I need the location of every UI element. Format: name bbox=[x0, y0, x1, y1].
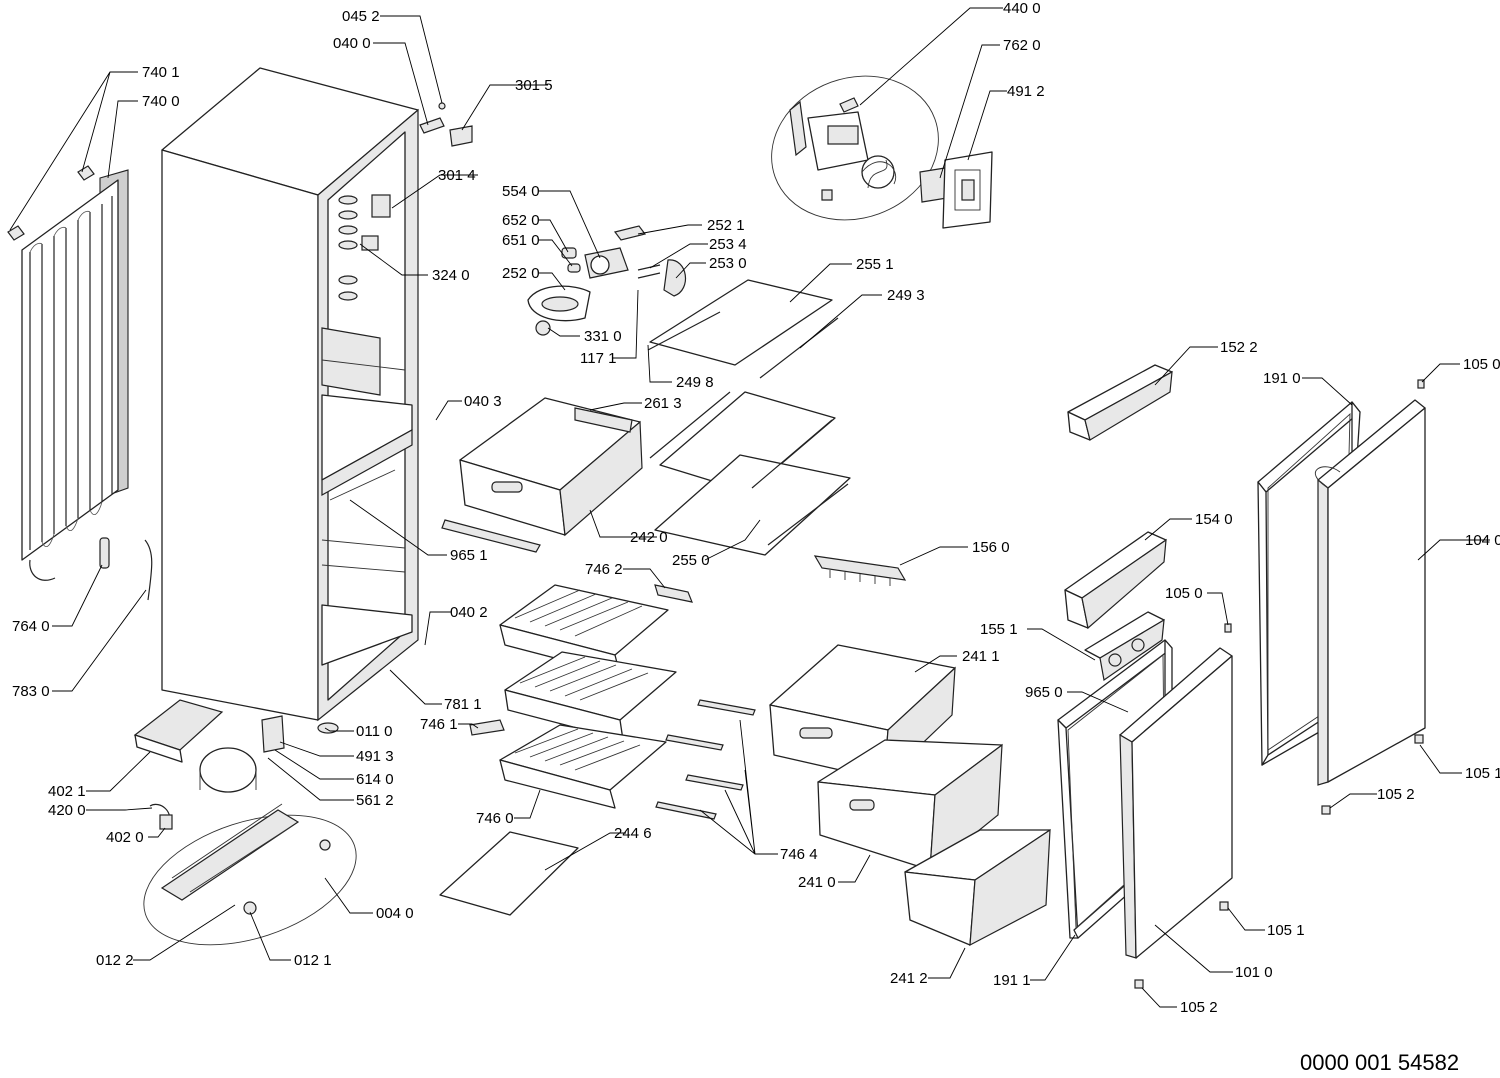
freezer-door bbox=[1119, 647, 1233, 959]
label-104-0: 104 0 bbox=[1465, 532, 1500, 549]
door-balcony-lower bbox=[1084, 611, 1165, 682]
door-balcony-upper bbox=[1067, 364, 1173, 441]
freezer-drawer-bottom bbox=[904, 828, 1051, 947]
label-764-0: 764 0 bbox=[12, 618, 50, 635]
glass-shelf-lower bbox=[649, 391, 851, 556]
label-561-2: 561 2 bbox=[356, 792, 394, 809]
condenser-coil bbox=[7, 165, 129, 581]
label-105-1-right: 105 1 bbox=[1465, 765, 1500, 782]
label-012-2: 012 2 bbox=[96, 952, 134, 969]
freezer-drawer-middle bbox=[817, 739, 1003, 872]
label-255-1: 255 1 bbox=[856, 256, 894, 273]
label-402-1: 402 1 bbox=[48, 783, 86, 800]
fan-cover-part bbox=[919, 167, 948, 203]
label-117-1: 117 1 bbox=[580, 350, 616, 367]
label-105-0-top: 105 0 bbox=[1463, 356, 1500, 373]
freezer-wire-baskets bbox=[499, 584, 677, 809]
label-261-3: 261 3 bbox=[644, 395, 682, 412]
label-040-2: 040 2 bbox=[450, 604, 488, 621]
label-965-0: 965 0 bbox=[1025, 684, 1063, 701]
label-301-4: 301 4 bbox=[438, 167, 476, 184]
label-105-1-bottom: 105 1 bbox=[1267, 922, 1305, 939]
label-011-0: 011 0 bbox=[356, 723, 392, 740]
label-105-2-bottom: 105 2 bbox=[1180, 999, 1218, 1016]
label-253-4: 253 4 bbox=[709, 236, 747, 253]
label-242-0: 242 0 bbox=[630, 529, 668, 546]
label-040-0: 040 0 bbox=[333, 35, 371, 52]
label-614-0: 614 0 bbox=[356, 771, 394, 788]
label-491-2: 491 2 bbox=[1007, 83, 1045, 100]
label-004-0: 004 0 bbox=[376, 905, 414, 922]
thermostat-lamp-assembly bbox=[527, 225, 687, 336]
label-652-0: 652 0 bbox=[502, 212, 540, 229]
label-420-0: 420 0 bbox=[48, 802, 86, 819]
drain-hose bbox=[144, 539, 153, 601]
label-045-2: 045 2 bbox=[342, 8, 380, 25]
label-105-0-mid: 105 0 bbox=[1165, 585, 1203, 602]
label-040-3: 040 3 bbox=[464, 393, 502, 410]
label-191-1: 191 1 bbox=[993, 972, 1031, 989]
label-301-5: 301 5 bbox=[515, 77, 553, 94]
document-number: 0000 001 54582 bbox=[1300, 1050, 1459, 1075]
glass-shelf-upper bbox=[647, 279, 839, 379]
label-740-0: 740 0 bbox=[142, 93, 180, 110]
label-012-1: 012 1 bbox=[294, 952, 332, 969]
label-402-0: 402 0 bbox=[106, 829, 144, 846]
label-152-2: 152 2 bbox=[1220, 339, 1258, 356]
hinge-pins bbox=[1134, 379, 1425, 989]
label-156-0: 156 0 bbox=[972, 539, 1010, 556]
fridge-door bbox=[1314, 399, 1426, 786]
crisper-drawer bbox=[441, 397, 643, 553]
freezer-rails bbox=[655, 699, 756, 820]
label-651-0: 651 0 bbox=[502, 232, 540, 249]
leader-lines bbox=[9, 7, 1490, 1008]
label-324-0: 324 0 bbox=[432, 267, 470, 284]
label-244-6: 244 6 bbox=[614, 825, 652, 842]
label-252-1: 252 1 bbox=[707, 217, 745, 234]
label-965-1: 965 1 bbox=[450, 547, 488, 564]
label-746-1: 746 1 bbox=[420, 716, 458, 733]
label-746-0: 746 0 bbox=[476, 810, 514, 827]
label-241-2: 241 2 bbox=[890, 970, 928, 987]
label-101-0: 101 0 bbox=[1235, 964, 1273, 981]
label-255-0: 255 0 bbox=[672, 552, 710, 569]
label-746-2: 746 2 bbox=[585, 561, 623, 578]
basket-stopper-parts bbox=[469, 584, 693, 736]
label-783-0: 783 0 bbox=[12, 683, 50, 700]
label-155-1: 155 1 bbox=[980, 621, 1018, 638]
label-740-1: 740 1 bbox=[142, 64, 180, 81]
compressor-base-plate-group bbox=[143, 803, 357, 946]
egg-tray bbox=[813, 555, 907, 586]
label-491-3: 491 3 bbox=[356, 748, 394, 765]
label-105-2-right: 105 2 bbox=[1377, 786, 1415, 803]
freezer-door-gasket bbox=[1057, 639, 1173, 939]
fan-assembly-group bbox=[771, 75, 939, 221]
label-331-0: 331 0 bbox=[584, 328, 622, 345]
door-balcony-middle bbox=[1064, 531, 1167, 630]
label-249-8: 249 8 bbox=[676, 374, 714, 391]
label-241-1: 241 1 bbox=[962, 648, 1000, 665]
glass-plate bbox=[439, 831, 579, 916]
part-number-labels: 045 2 040 0 301 5 301 4 324 0 740 1 740 … bbox=[12, 0, 1500, 1016]
drain-tube bbox=[99, 537, 110, 569]
refrigerator-cabinet bbox=[161, 67, 419, 734]
label-746-4: 746 4 bbox=[780, 846, 818, 863]
label-241-0: 241 0 bbox=[798, 874, 836, 891]
air-duct-cover bbox=[942, 151, 993, 229]
label-762-0: 762 0 bbox=[1003, 37, 1041, 54]
label-554-0: 554 0 bbox=[502, 183, 540, 200]
label-253-0: 253 0 bbox=[709, 255, 747, 272]
label-252-0: 252 0 bbox=[502, 265, 540, 282]
label-781-1: 781 1 bbox=[444, 696, 482, 713]
label-191-0: 191 0 bbox=[1263, 370, 1301, 387]
label-440-0: 440 0 bbox=[1003, 0, 1041, 17]
compressor-group bbox=[133, 699, 285, 830]
label-154-0: 154 0 bbox=[1195, 511, 1233, 528]
label-249-3: 249 3 bbox=[887, 287, 925, 304]
